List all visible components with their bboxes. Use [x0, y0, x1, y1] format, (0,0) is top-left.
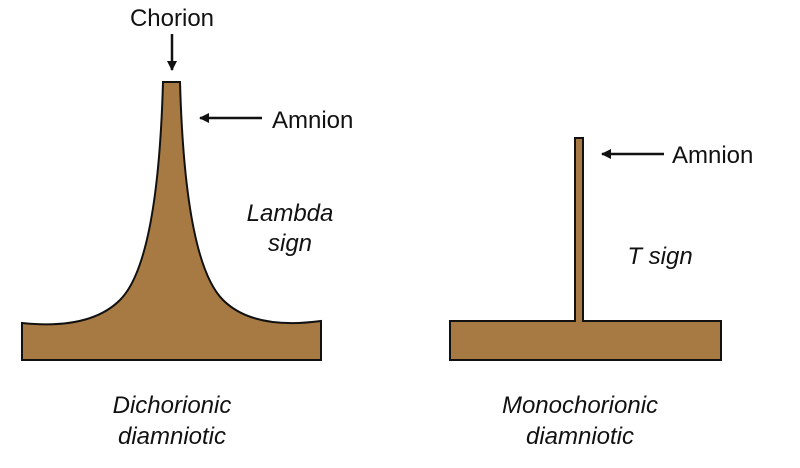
dichorionic-panel: Chorion Amnion Lambda sign Dichorionic d… — [21, 5, 353, 450]
monochorionic-caption-line1: Monochorionic — [502, 392, 658, 419]
monochorionic-caption-line2: diamniotic — [526, 423, 634, 450]
chorion-label: Chorion — [130, 5, 214, 32]
dichorionic-caption-line1: Dichorionic — [113, 392, 232, 419]
lambda-sign-label-line1: Lambda — [247, 200, 334, 227]
t-membrane-shape — [449, 137, 722, 361]
t-sign-label: T sign — [627, 243, 692, 270]
monochorionic-panel: Amnion T sign Monochorionic diamniotic — [449, 137, 753, 450]
dichorionic-caption-line2: diamniotic — [118, 423, 226, 450]
right-amnion-label: Amnion — [672, 142, 753, 169]
left-amnion-label: Amnion — [272, 107, 353, 134]
lambda-membrane-shape — [21, 81, 322, 361]
lambda-sign-label-line2: sign — [268, 230, 312, 257]
